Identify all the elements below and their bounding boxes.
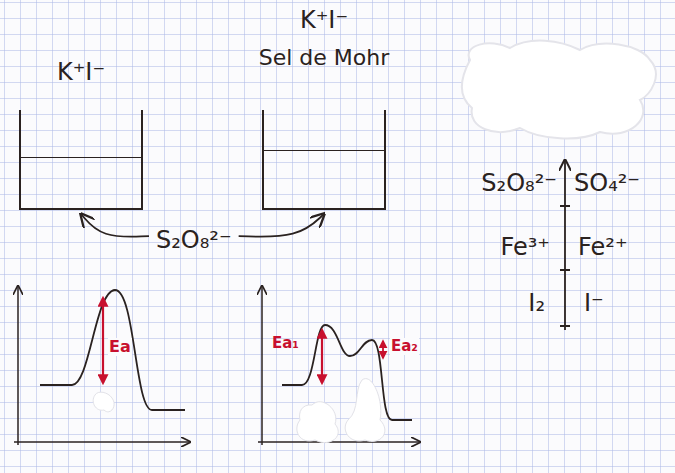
reaction-arrow bbox=[239, 214, 324, 237]
oxidant: I₂ bbox=[528, 290, 545, 318]
beaker: K⁺I⁻ bbox=[18, 58, 144, 210]
correction-fluid bbox=[93, 392, 114, 412]
reductant: I⁻ bbox=[584, 290, 604, 318]
activation-energy: Ea bbox=[108, 338, 132, 356]
energy-axis bbox=[261, 286, 263, 445]
activation-arrow bbox=[382, 341, 384, 358]
correction-fluid bbox=[345, 379, 385, 442]
solution-label: K⁺I⁻ bbox=[18, 58, 144, 87]
activation-arrow bbox=[102, 298, 104, 383]
activation-arrow bbox=[321, 330, 323, 383]
energy-profile bbox=[40, 290, 185, 410]
beaker: K⁺I⁻ Sel de Mohr bbox=[247, 6, 401, 210]
liquid-level bbox=[21, 157, 141, 158]
reaction-axis bbox=[14, 441, 190, 443]
reagent-label: S₂O₈²⁻ bbox=[152, 226, 236, 255]
reaction-axis bbox=[258, 441, 420, 443]
potential-scale bbox=[564, 160, 566, 330]
solution-label: S₂O₈²⁻ bbox=[152, 226, 236, 255]
oxidant: S₂O₈²⁻ bbox=[481, 170, 557, 198]
reductant: Fe²⁺ bbox=[578, 234, 628, 262]
liquid-level bbox=[264, 150, 384, 151]
reaction-arrow bbox=[81, 214, 149, 237]
activation-energy: Ea₂ bbox=[390, 338, 419, 355]
correction-fluid bbox=[297, 402, 338, 443]
solution-label: K⁺I⁻ bbox=[247, 6, 401, 35]
solution-note: Sel de Mohr bbox=[247, 45, 401, 71]
energy-axis bbox=[17, 286, 19, 445]
scale-tick bbox=[560, 206, 570, 326]
reductant: SO₄²⁻ bbox=[574, 170, 640, 198]
oxidant: Fe³⁺ bbox=[500, 234, 550, 262]
correction-fluid bbox=[462, 41, 656, 139]
beaker-wall bbox=[262, 110, 386, 210]
beaker-wall bbox=[19, 110, 143, 210]
activation-energy: Ea₁ bbox=[272, 335, 299, 352]
